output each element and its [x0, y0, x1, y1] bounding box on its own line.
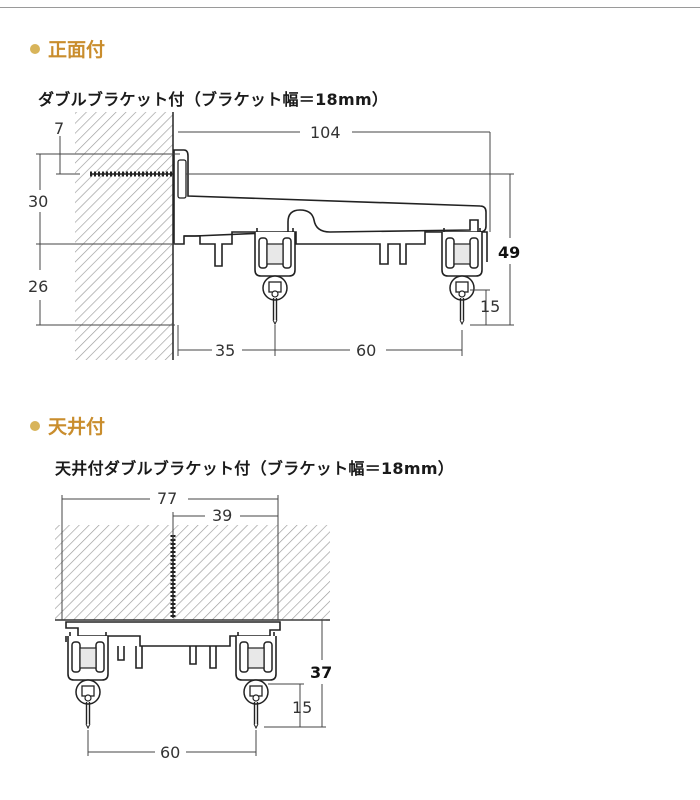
section-ceiling-mount-header: 天井付: [30, 412, 105, 439]
dim-26: 26: [28, 277, 48, 296]
bullet-icon: [30, 43, 40, 54]
dim-104: 104: [310, 123, 341, 142]
dim-15: 15: [292, 698, 312, 717]
curtain-rail: [65, 636, 217, 669]
dim-35: 35: [215, 341, 235, 360]
dim-60: 60: [356, 341, 376, 360]
dim-60: 60: [160, 743, 180, 762]
subtitle-front: ダブルブラケット付（ブラケット幅＝18mm）: [38, 90, 389, 109]
dim-49: 49: [498, 243, 520, 262]
runner-left: [67, 631, 109, 729]
dim-30: 30: [28, 192, 48, 211]
runner-right: [235, 631, 277, 729]
curtain-rail: [184, 231, 488, 267]
dim-15: 15: [480, 297, 500, 316]
subtitle-ceiling: 天井付ダブルブラケット付（ブラケット幅＝18mm）: [55, 459, 455, 478]
dim-37: 37: [310, 663, 332, 682]
section-title-front: 正面付: [48, 39, 106, 61]
dim-77: 77: [157, 489, 177, 508]
dim-39: 39: [212, 506, 232, 525]
dim-7: 7: [54, 119, 64, 138]
top-divider: [0, 7, 700, 8]
ceiling: [55, 525, 330, 620]
wall-bracket: [173, 149, 487, 245]
section-front-mount-header: 正面付: [30, 35, 105, 62]
section-title-ceiling: 天井付: [48, 416, 106, 438]
bullet-icon: [30, 420, 40, 431]
wall: [75, 112, 173, 360]
